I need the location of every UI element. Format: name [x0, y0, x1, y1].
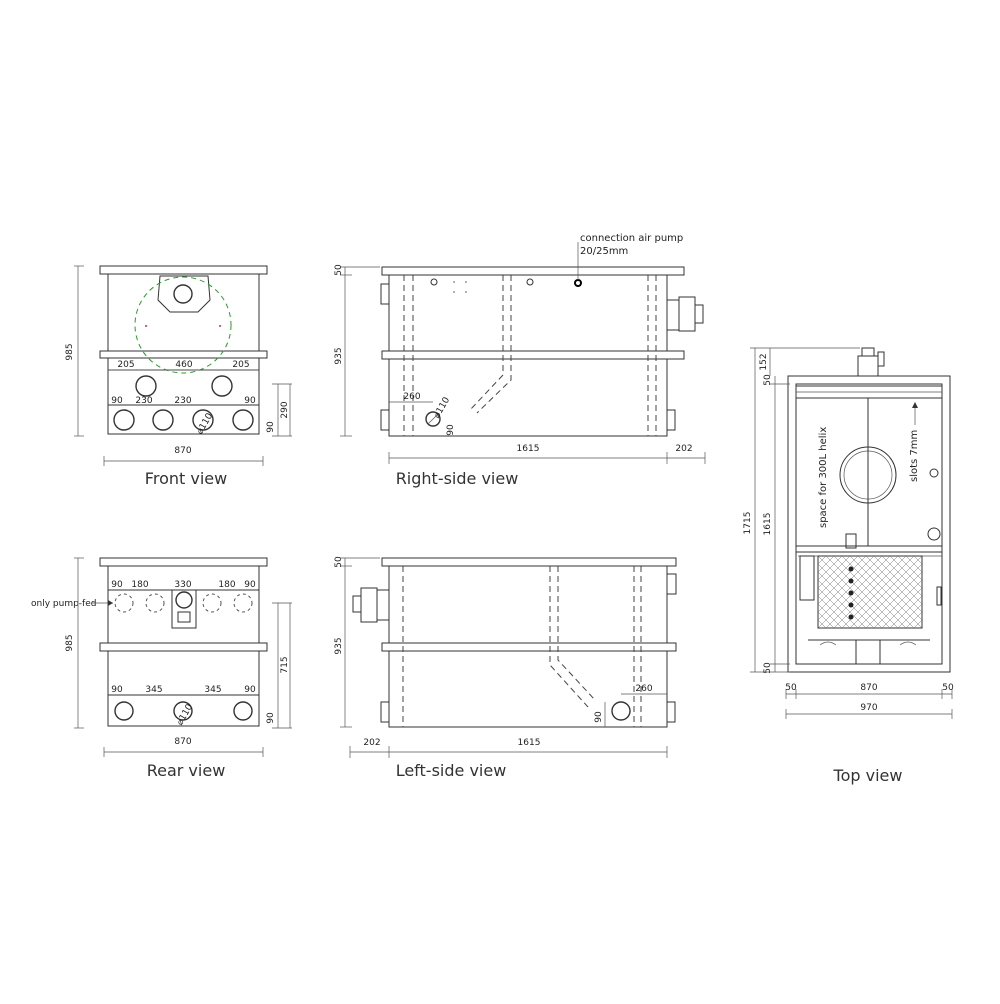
- front-helix-outline: [134, 276, 232, 374]
- rear-bottom-pipe-1: [114, 701, 134, 721]
- only-pump-fed-label: only pump-fed: [31, 599, 96, 609]
- svg-text:90: 90: [111, 396, 123, 406]
- left-side-pipe: [611, 701, 631, 721]
- svg-text:1615: 1615: [763, 513, 773, 536]
- svg-text:90: 90: [244, 685, 256, 695]
- right-side-view-caption: Right-side view: [396, 469, 519, 488]
- svg-text:152: 152: [759, 353, 769, 370]
- svg-text:180: 180: [131, 580, 148, 590]
- svg-text:870: 870: [174, 737, 191, 747]
- svg-text:180: 180: [218, 580, 235, 590]
- front-view: 985 870 205 460 205 90 230 230 90 ⌀110 2…: [65, 265, 292, 488]
- svg-text:935: 935: [334, 637, 344, 654]
- front-bottom-pipe-1: [113, 409, 135, 431]
- svg-text:90: 90: [244, 396, 256, 406]
- left-side-view: 50 935 202 1615 260 90 Left-side view: [334, 556, 677, 780]
- svg-text:50: 50: [334, 264, 344, 276]
- svg-text:330: 330: [174, 580, 191, 590]
- front-width-dim: 870: [174, 446, 191, 456]
- front-bottom-pipe-4: [232, 409, 254, 431]
- svg-text:935: 935: [334, 347, 344, 364]
- svg-text:90: 90: [111, 685, 123, 695]
- svg-text:90: 90: [594, 711, 604, 723]
- rear-mid-rim: [99, 642, 268, 652]
- rear-bottom-pipe-3: [233, 701, 253, 721]
- svg-text:345: 345: [204, 685, 221, 695]
- svg-text:⌀110: ⌀110: [432, 395, 452, 420]
- front-mid-pipe-left: [135, 375, 157, 397]
- svg-text:90: 90: [266, 712, 276, 724]
- svg-text:260: 260: [403, 392, 420, 402]
- svg-text:715: 715: [280, 656, 290, 673]
- rear-bottom-pipe-2: [173, 701, 193, 721]
- air-pump-label: connection air pump: [580, 233, 683, 244]
- svg-text:202: 202: [363, 738, 380, 748]
- svg-text:1615: 1615: [518, 738, 541, 748]
- svg-text:50: 50: [334, 556, 344, 568]
- svg-text:985: 985: [65, 634, 75, 651]
- svg-text:345: 345: [145, 685, 162, 695]
- svg-text:230: 230: [135, 396, 152, 406]
- rear-view: only pump-fed 985 870 90 180 330 180 90 …: [31, 557, 292, 780]
- front-view-caption: Front view: [145, 469, 227, 488]
- svg-text:870: 870: [860, 683, 877, 693]
- air-pump-connection: [574, 279, 582, 287]
- rear-view-caption: Rear view: [147, 761, 226, 780]
- svg-text:1615: 1615: [517, 444, 540, 454]
- rear-pumpfed-pipe-1: [114, 593, 134, 613]
- svg-text:205: 205: [117, 360, 134, 370]
- svg-text:205: 205: [232, 360, 249, 370]
- rear-pumpfed-pipe-4: [233, 593, 253, 613]
- svg-text:90: 90: [111, 580, 123, 590]
- front-height-dim: 985: [65, 343, 75, 360]
- svg-text:460: 460: [175, 360, 192, 370]
- left-mid-rim: [381, 642, 677, 652]
- svg-text:50: 50: [763, 662, 773, 674]
- front-bottom-pipe-2: [152, 409, 174, 431]
- svg-text:230: 230: [174, 396, 191, 406]
- svg-text:50: 50: [763, 374, 773, 386]
- svg-text:90: 90: [244, 580, 256, 590]
- svg-text:970: 970: [860, 703, 877, 713]
- left-side-view-caption: Left-side view: [396, 761, 507, 780]
- front-outlet-flange: [157, 275, 211, 313]
- slots-label: slots 7mm: [909, 430, 920, 482]
- front-outlet-pipe: [173, 284, 193, 304]
- front-mid-pipe-right: [211, 375, 233, 397]
- svg-text:20/25mm: 20/25mm: [580, 246, 628, 257]
- right-mid-rim: [381, 350, 685, 360]
- rear-pumpfed-pipe-2: [145, 593, 165, 613]
- front-bottom-pipe-3: [192, 409, 214, 431]
- svg-text:260: 260: [635, 684, 652, 694]
- top-pump: [857, 355, 879, 377]
- left-pump-housing: [376, 589, 390, 621]
- svg-text:290: 290: [280, 401, 290, 418]
- svg-text:50: 50: [785, 683, 797, 693]
- right-top-rim: [381, 266, 685, 276]
- rear-pumpfed-pipe-3: [202, 593, 222, 613]
- top-view-caption: Top view: [833, 766, 903, 785]
- svg-text:202: 202: [675, 444, 692, 454]
- rear-top-rim: [99, 557, 268, 567]
- right-pump-housing: [666, 299, 680, 331]
- svg-text:1715: 1715: [743, 512, 753, 535]
- top-view: space for 300L helix slots 7mm 152 1715 …: [743, 347, 954, 785]
- front-top-rim: [99, 265, 268, 275]
- svg-text:90: 90: [266, 421, 276, 433]
- right-side-view: connection air pump 20/25mm 50 935 1615 …: [334, 233, 706, 488]
- front-mid-rim: [99, 350, 268, 359]
- left-top-rim: [381, 557, 677, 567]
- helix-space-label: space for 300L helix: [818, 427, 829, 528]
- svg-text:90: 90: [446, 424, 456, 436]
- svg-text:50: 50: [942, 683, 954, 693]
